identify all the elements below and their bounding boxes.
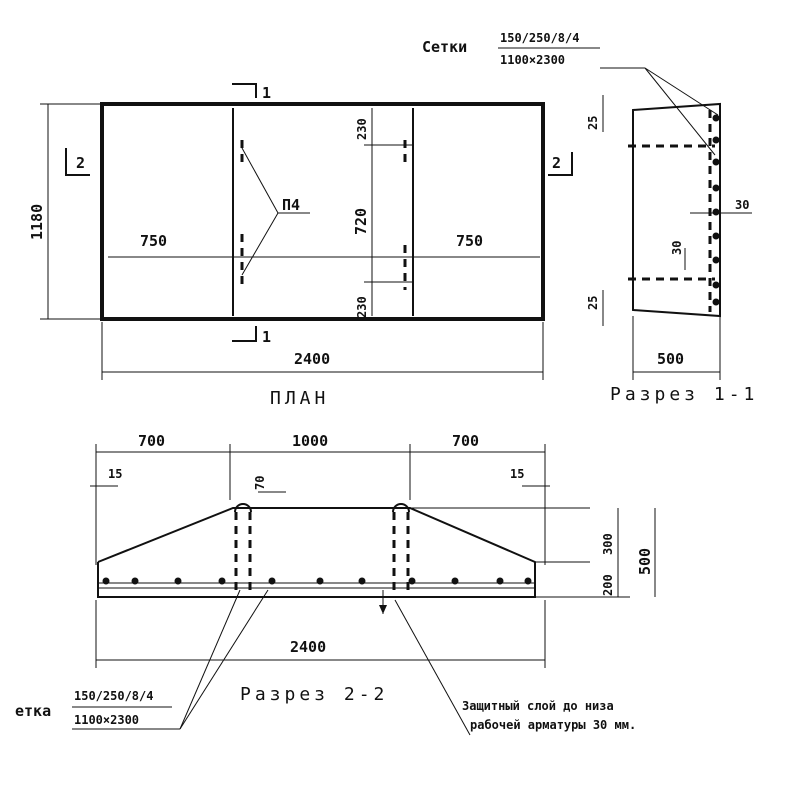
section11-width: 500 xyxy=(657,350,684,368)
plan-view: П4 750 750 230 720 230 1180 2400 1 1 2 2 xyxy=(28,83,573,409)
loop-leader-1 xyxy=(241,147,279,214)
s22-h-total: 500 xyxy=(636,548,654,575)
loop-label: П4 xyxy=(282,196,300,214)
mesh-bottom-leader-2 xyxy=(179,589,269,730)
mesh-denominator: 1100×2300 xyxy=(500,53,565,67)
cover-note: Защитный слой до низа рабочей арматуры 3… xyxy=(394,599,636,736)
section-2-left-mark xyxy=(65,148,90,176)
plan-left-span: 750 xyxy=(140,232,167,250)
loop-leader-2 xyxy=(241,212,279,276)
section-2-right-mark xyxy=(548,152,573,176)
section11-rebars xyxy=(712,114,720,306)
section-2-left-label: 2 xyxy=(76,154,85,172)
note-line-2: рабочей арматуры 30 мм. xyxy=(470,718,636,732)
s22-loop-right xyxy=(392,503,410,513)
section-1-1: 25 25 30 30 500 Разрез 1-1 xyxy=(586,95,758,405)
section-1-top-label: 1 xyxy=(262,84,271,102)
section-1-top-mark xyxy=(232,83,257,98)
s22-edge-right: 15 xyxy=(510,467,524,481)
s22-outline xyxy=(97,507,536,598)
mesh-bottom-numerator: 150/250/8/4 xyxy=(74,689,153,703)
section11-cover-bottom: 25 xyxy=(586,296,600,310)
section11-title: Разрез 1-1 xyxy=(610,384,758,405)
s22-h-bottom: 200 xyxy=(601,574,615,596)
s22-loop: 70 xyxy=(253,476,267,490)
plan-height: 1180 xyxy=(28,204,46,240)
s22-title: Разрез 2-2 xyxy=(240,684,388,705)
mesh-label-top: Сетки 150/250/8/4 1100×2300 xyxy=(422,31,719,156)
mesh-leader-1 xyxy=(644,67,719,116)
s22-overall: 2400 xyxy=(290,638,326,656)
section-1-bottom-label: 1 xyxy=(262,328,271,346)
section-2-right-label: 2 xyxy=(552,154,561,172)
mesh-label-text: Сетки xyxy=(422,38,467,56)
note-leader xyxy=(394,599,471,736)
mesh-numerator: 150/250/8/4 xyxy=(500,31,579,45)
mesh-label-bottom-text: етка xyxy=(15,702,51,720)
section11-inner: 30 xyxy=(670,241,684,255)
mesh-leader-2 xyxy=(644,67,716,156)
s22-h-top: 300 xyxy=(601,533,615,555)
plan-edge-top: 230 xyxy=(355,118,369,140)
s22-middle: 1000 xyxy=(292,432,328,450)
section-1-bottom-mark xyxy=(232,326,257,342)
plan-edge-bottom: 230 xyxy=(355,296,369,318)
section11-cover-top: 25 xyxy=(586,116,600,130)
mesh-bottom-leader-1 xyxy=(179,589,241,730)
s22-left: 700 xyxy=(138,432,165,450)
s22-right: 700 xyxy=(452,432,479,450)
plan-middle: 720 xyxy=(352,208,370,235)
mesh-bottom-denominator: 1100×2300 xyxy=(74,713,139,727)
plan-right-span: 750 xyxy=(456,232,483,250)
s22-loop-left xyxy=(234,503,252,513)
mesh-label-bottom: етка 150/250/8/4 1100×2300 xyxy=(15,589,269,730)
section11-outline xyxy=(632,102,721,318)
plan-title: ПЛАН xyxy=(270,388,329,409)
plan-outline xyxy=(100,102,545,321)
section11-side: 30 xyxy=(735,198,749,212)
plan-overall-width: 2400 xyxy=(294,350,330,368)
section-2-2: 700 1000 700 15 15 70 xyxy=(90,432,656,705)
note-line-1: Защитный слой до низа xyxy=(462,699,614,713)
s22-rebars xyxy=(102,577,532,585)
s22-edge-left: 15 xyxy=(108,467,122,481)
s22-cover-arrowhead xyxy=(379,605,387,614)
